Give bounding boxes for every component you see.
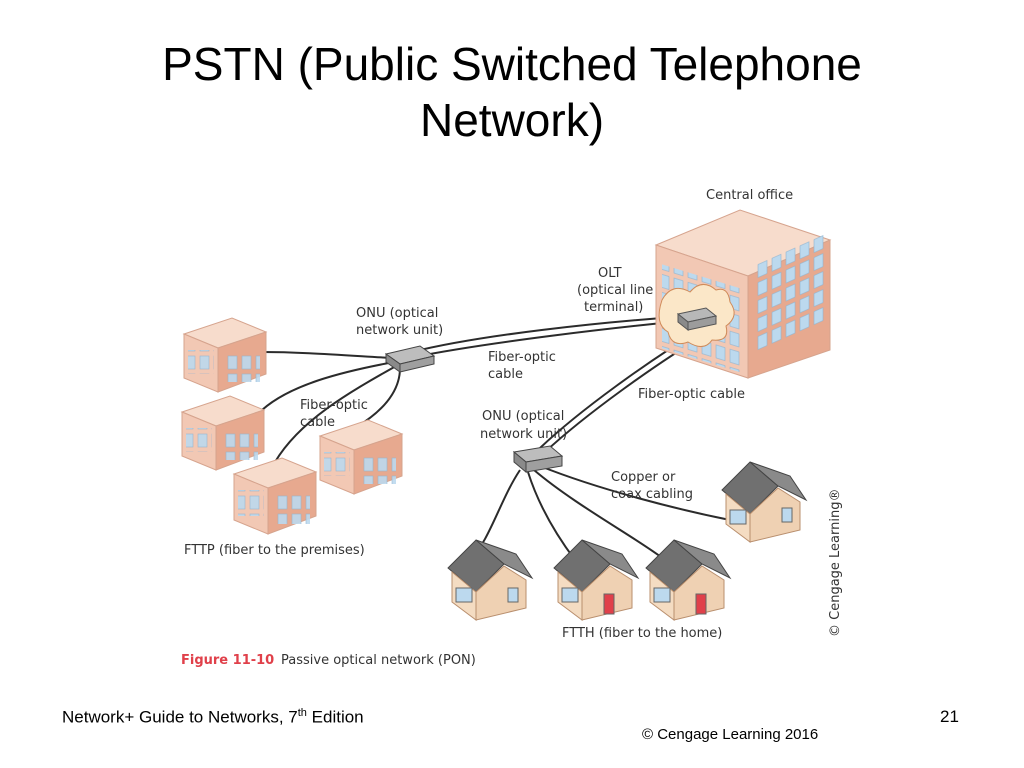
slide-title-line-1: PSTN (Public Switched Telephone bbox=[162, 38, 862, 90]
label-onu-bottom-line-1: ONU (optical bbox=[482, 409, 564, 424]
label-fiber-optic-cable-1-line-2: cable bbox=[488, 367, 523, 382]
label-copper-line-2: coax cabling bbox=[611, 487, 693, 502]
label-central-office: Central office bbox=[706, 188, 793, 203]
cengage-vertical-credit: © Cengage Learning® bbox=[828, 489, 843, 637]
label-ftth: FTTH (fiber to the home) bbox=[562, 626, 722, 641]
label-olt-line-1: OLT bbox=[598, 266, 622, 281]
onu-top-device bbox=[384, 345, 436, 373]
olt-device bbox=[676, 307, 718, 332]
cable-onu-to-house-3 bbox=[533, 469, 666, 561]
footer-book-suffix: Edition bbox=[306, 707, 364, 727]
cable-onu-to-house-2 bbox=[527, 471, 576, 561]
label-fiber-optic-cable-2-line-2: cable bbox=[300, 415, 335, 430]
page-number: 21 bbox=[940, 707, 959, 726]
figure-caption: Passive optical network (PON) bbox=[281, 653, 476, 668]
label-fttp: FTTP (fiber to the premises) bbox=[184, 543, 365, 558]
footer-book-title: Network+ Guide to Networks, 7th Edition bbox=[62, 707, 364, 728]
onu-bottom-device bbox=[512, 445, 564, 474]
ftth-house-2 bbox=[553, 539, 640, 621]
central-office-building bbox=[654, 209, 832, 379]
fttp-building-4 bbox=[318, 419, 404, 495]
label-onu-top-line-1: ONU (optical bbox=[356, 306, 438, 321]
fttp-building-3 bbox=[232, 457, 318, 535]
footer-book-sup: th bbox=[297, 707, 307, 719]
label-fiber-optic-cable-3: Fiber-optic cable bbox=[638, 387, 745, 402]
label-olt-line-3: terminal) bbox=[584, 300, 643, 315]
ftth-house-4 bbox=[721, 461, 808, 543]
label-copper-line-1: Copper or bbox=[611, 470, 676, 485]
fttp-building-2 bbox=[180, 395, 266, 471]
slide-title-line-2: Network) bbox=[419, 94, 605, 146]
slide-title: PSTN (Public Switched Telephone Network) bbox=[0, 36, 1024, 148]
figure-number: Figure 11-10 bbox=[181, 653, 274, 668]
ftth-house-3 bbox=[645, 539, 732, 621]
fiber-cable-onu-to-building-1 bbox=[261, 351, 393, 359]
ftth-house-1 bbox=[447, 539, 534, 621]
fiber-cable-onu-to-building-3 bbox=[274, 365, 397, 463]
footer-book-prefix: Network+ Guide to Networks, 7 bbox=[62, 707, 298, 727]
cable-onu-to-house-4 bbox=[539, 465, 731, 521]
copyright-notice: © Cengage Learning 2016 bbox=[642, 726, 819, 743]
fiber-cable-olt-to-onu-top-a bbox=[411, 315, 691, 353]
fiber-cable-onu-to-building-2 bbox=[261, 361, 395, 411]
fttp-building-1 bbox=[182, 317, 268, 393]
label-olt-line-2: (optical line bbox=[577, 283, 653, 298]
label-onu-top-line-2: network unit) bbox=[356, 323, 443, 338]
label-fiber-optic-cable-2-line-1: Fiber-optic bbox=[300, 398, 368, 413]
label-onu-bottom-line-2: network unit) bbox=[480, 427, 567, 442]
label-fiber-optic-cable-1-line-1: Fiber-optic bbox=[488, 350, 556, 365]
